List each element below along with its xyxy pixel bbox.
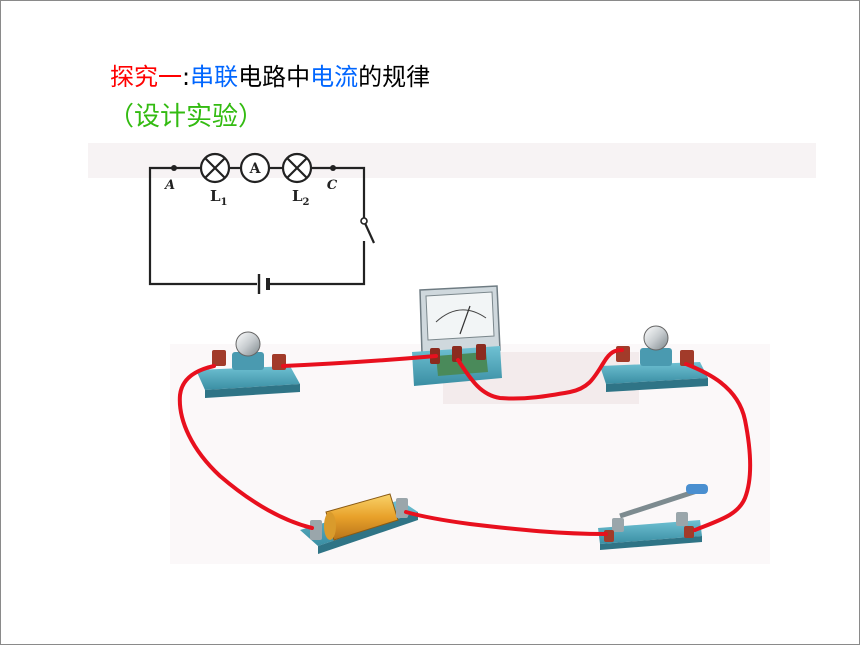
schematic-wire-top-left	[148, 166, 257, 286]
schematic-switch-blade	[362, 220, 376, 244]
schematic-node-c	[330, 165, 336, 171]
schematic-label-a: A	[163, 178, 175, 193]
schematic-label-l2: L2	[292, 187, 310, 208]
page-title: 探究一:串联电路中电流的规律	[110, 62, 430, 92]
circuit-schematic: A A C L1 L2	[148, 152, 376, 294]
schematic-label-l1: L1	[210, 187, 228, 208]
wire-lamp-right-to-switch	[684, 362, 753, 532]
schematic-node-a	[171, 165, 177, 171]
schematic-wire-bottom-right	[270, 241, 366, 286]
lamp-holder-right	[600, 325, 708, 392]
title-part-rule: 的规律	[358, 63, 431, 91]
knife-switch	[598, 484, 708, 550]
bulb-left	[235, 331, 261, 357]
wire-ammeter-to-lamp-right	[456, 348, 624, 401]
title-part-explore: 探究一	[110, 63, 182, 91]
subtitle: （设计实验）	[108, 102, 265, 132]
schematic-ammeter-label: A	[249, 161, 262, 177]
schematic-switch-pivot	[360, 217, 368, 225]
battery-holder	[300, 493, 418, 554]
wire-switch-to-battery	[404, 510, 608, 536]
bulb-right	[643, 325, 669, 351]
title-part-series: 串联	[190, 63, 239, 91]
wire-battery-to-lamp-left	[177, 364, 314, 530]
lamp-holder-left	[196, 331, 300, 398]
wire-lamp-left-to-ammeter	[281, 354, 438, 368]
title-part-current: 电流	[310, 63, 359, 91]
title-part-circuit: 电路中	[238, 63, 311, 91]
schematic-label-c: C	[327, 178, 338, 193]
title-separator: :	[182, 63, 191, 91]
schematic-wire-right	[333, 166, 366, 219]
ammeter-device	[412, 285, 502, 386]
schematic-ammeter	[239, 152, 271, 184]
